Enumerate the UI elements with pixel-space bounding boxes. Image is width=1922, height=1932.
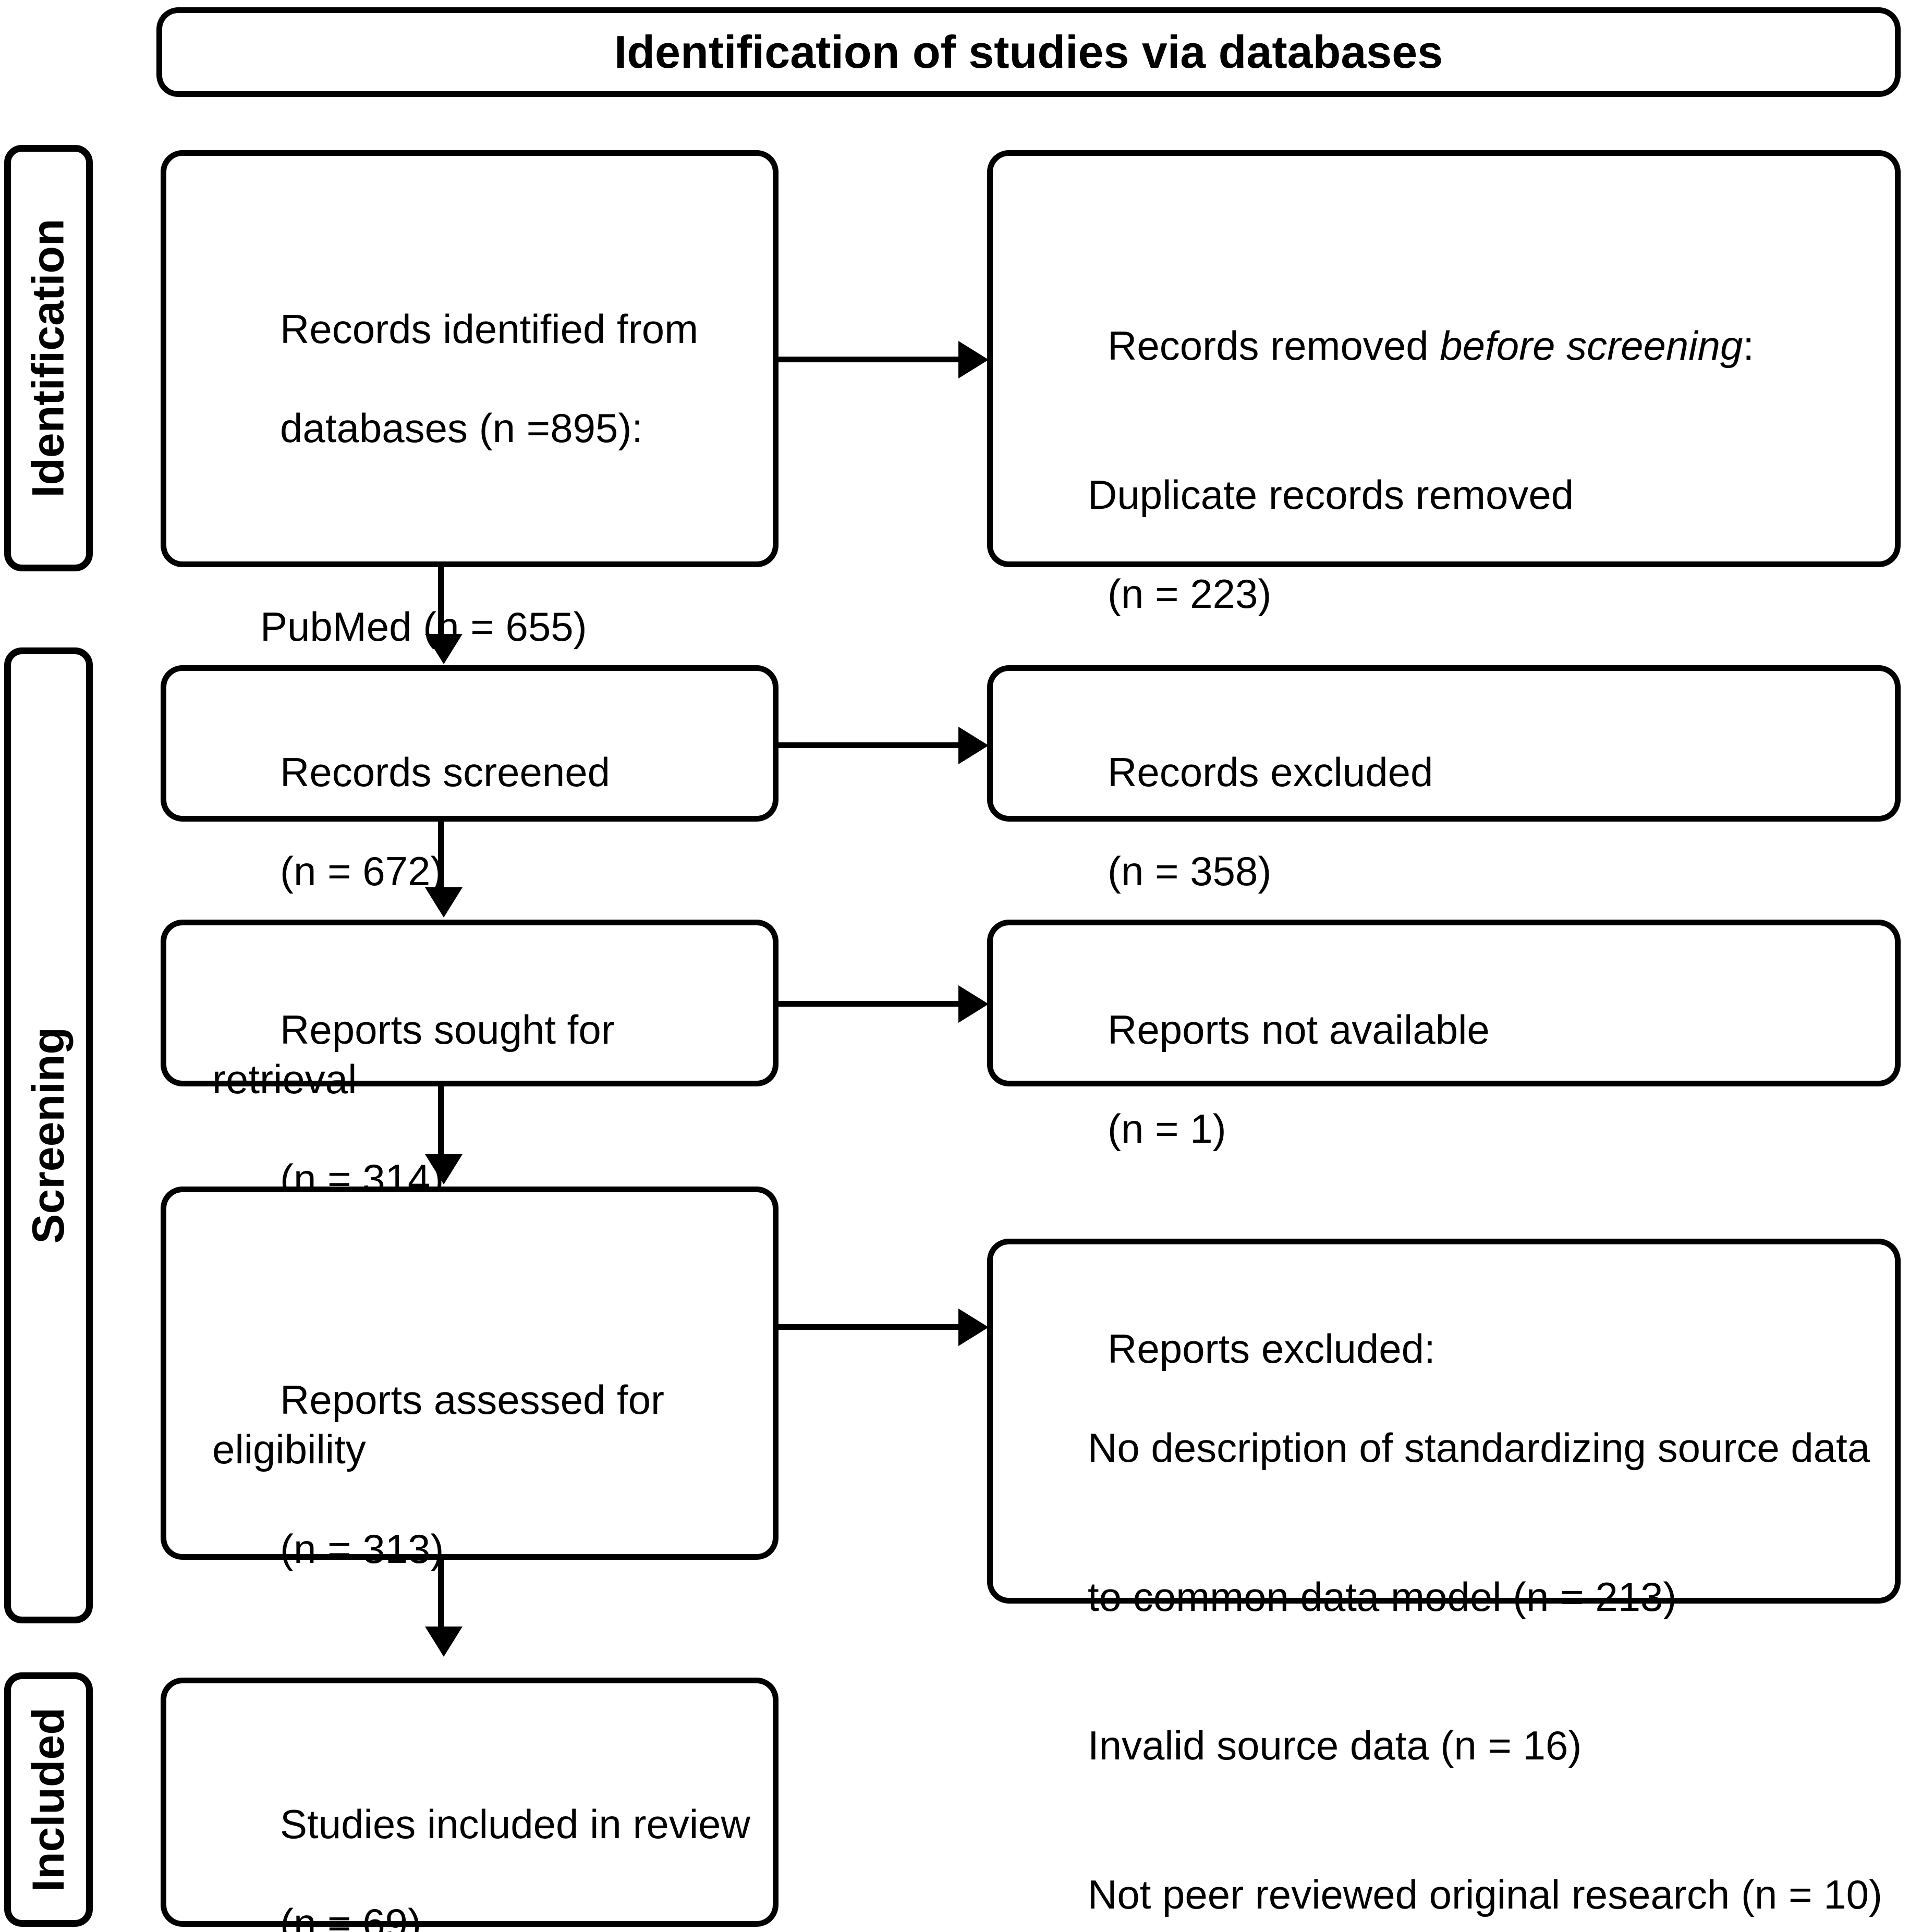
arrowhead-sought-to-not-available bbox=[958, 985, 989, 1023]
box-reports-not-available: Reports not available (n = 1) bbox=[987, 920, 1901, 1152]
box-reports-assessed-text: Reports assessed for eligibility (n = 31… bbox=[212, 1326, 781, 1623]
reports-excluded-heading: Reports excluded: bbox=[1108, 1326, 1436, 1372]
arrowhead-screened-to-excluded bbox=[958, 727, 989, 764]
box-records-removed-text: Records removed before screening: Duplic… bbox=[1040, 272, 1874, 668]
banner-identification-via-databases: Identification of studies via databases bbox=[156, 7, 1901, 97]
arrowhead-assessed-to-reports-excluded bbox=[958, 1309, 989, 1346]
reports-excluded-item-0: No description of standardizing source d… bbox=[1088, 1425, 1870, 1471]
box-records-excluded: Records excluded (n = 358) bbox=[987, 665, 1901, 894]
connector-sought-to-not-available bbox=[777, 1001, 959, 1007]
box-reports-sought-for-retrieval: Reports sought for retrieval (n = 314) bbox=[161, 920, 778, 1202]
connector-assessed-to-included bbox=[438, 1560, 444, 1628]
box-reports-not-available-text: Reports not available (n = 1) bbox=[1040, 956, 1874, 1204]
reports-excluded-item-1: to common data model (n = 213) bbox=[1088, 1573, 1677, 1620]
box-reports-assessed-for-eligibility: Reports assessed for eligibility (n = 31… bbox=[161, 1187, 778, 1572]
records-removed-heading-italic: before screening bbox=[1440, 323, 1743, 369]
stage-screening: Screening bbox=[4, 647, 93, 1623]
records-removed-duplicate: Duplicate records removed bbox=[1088, 471, 1574, 518]
box-reports-excluded: Reports excluded: No description of stan… bbox=[987, 1239, 1901, 1917]
connector-assessed-to-reports-excluded bbox=[777, 1324, 959, 1330]
box-records-removed-before-screening: Records removed before screening: Duplic… bbox=[987, 150, 1901, 617]
records-identified-line2: databases (n =895): bbox=[280, 405, 643, 451]
box-records-identified: Records identified from databases (n =89… bbox=[161, 150, 778, 799]
reports-excluded-item-3: Not peer reviewed original research (n =… bbox=[1088, 1871, 1882, 1917]
box-records-screened: Records screened (n = 672) bbox=[161, 665, 778, 894]
arrowhead-sought-to-assessed bbox=[425, 1154, 463, 1184]
records-excluded-line1: Records excluded bbox=[1108, 749, 1433, 796]
stage-identification-label: Identification bbox=[23, 218, 74, 498]
reports-sought-line1: Reports sought for retrieval bbox=[212, 1007, 626, 1103]
box-studies-included-in-review: Studies included in review (n = 69) bbox=[161, 1678, 778, 1932]
records-screened-line2: (n = 672) bbox=[280, 848, 444, 895]
reports-not-available-line2: (n = 1) bbox=[1108, 1106, 1226, 1152]
stage-identification: Identification bbox=[4, 145, 93, 571]
records-removed-heading: Records removed before screening: bbox=[1108, 323, 1754, 369]
reports-assessed-line1: Reports assessed for eligibility bbox=[212, 1377, 676, 1473]
records-identified-pubmed: PubMed (n = 655) bbox=[260, 604, 587, 650]
stage-included-label: Included bbox=[23, 1707, 74, 1892]
records-excluded-line2: (n = 358) bbox=[1108, 848, 1272, 895]
connector-screened-to-sought bbox=[438, 822, 444, 888]
arrowhead-identified-to-screened bbox=[425, 634, 463, 664]
connector-identified-to-removed bbox=[777, 357, 959, 362]
box-reports-sought-text: Reports sought for retrieval (n = 314) bbox=[212, 956, 765, 1253]
records-removed-count: (n = 223) bbox=[1108, 570, 1272, 617]
arrowhead-assessed-to-included bbox=[425, 1627, 463, 1657]
studies-included-line2: (n = 69) bbox=[280, 1900, 422, 1932]
reports-assessed-line2: (n = 313) bbox=[280, 1525, 444, 1572]
records-removed-heading-post: : bbox=[1743, 323, 1755, 369]
page-title: Identification of studies via databases bbox=[614, 26, 1443, 78]
records-screened-line1: Records screened bbox=[280, 749, 611, 796]
box-records-excluded-text: Records excluded (n = 358) bbox=[1040, 698, 1874, 946]
box-reports-excluded-text: Reports excluded: No description of stan… bbox=[1040, 1275, 1895, 1932]
connector-identified-to-screened bbox=[438, 567, 444, 635]
arrowhead-identified-to-removed bbox=[958, 341, 989, 378]
stage-included: Included bbox=[4, 1672, 93, 1927]
records-removed-heading-pre: Records removed bbox=[1108, 323, 1440, 369]
box-records-screened-text: Records screened (n = 672) bbox=[212, 698, 765, 946]
records-identified-line1: Records identified from bbox=[280, 306, 699, 352]
arrowhead-screened-to-sought bbox=[425, 887, 463, 918]
connector-sought-to-assessed bbox=[438, 1086, 444, 1155]
reports-not-available-line1: Reports not available bbox=[1108, 1007, 1490, 1053]
reports-excluded-item-2: Invalid source data (n = 16) bbox=[1088, 1722, 1582, 1769]
connector-screened-to-excluded bbox=[777, 742, 959, 748]
studies-included-line1: Studies included in review bbox=[280, 1801, 750, 1848]
stage-screening-label: Screening bbox=[23, 1027, 74, 1244]
box-studies-included-text: Studies included in review (n = 69) bbox=[212, 1750, 765, 1932]
